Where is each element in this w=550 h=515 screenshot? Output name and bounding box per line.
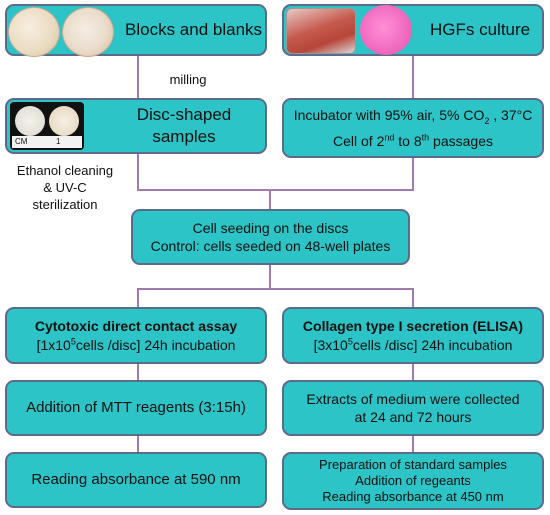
connector — [137, 54, 139, 98]
extracts-line-1: Extracts of medium were collected — [306, 390, 520, 407]
incubator-line-1-temp: , 37°C — [489, 107, 533, 124]
collagen-elisa-box: Collagen type I secretion (ELISA) [3x105… — [282, 307, 544, 364]
prep-line-1: Preparation of standard samples — [319, 456, 507, 472]
incubator-line-1: Incubator with 95% air, 5% CO2 , 37°C — [294, 106, 533, 127]
prep-line-2: Addition of regeants — [355, 472, 471, 488]
collagen-elisa-details: [3x105cells /disc] 24h incubation — [314, 336, 513, 354]
incubator-conditions-box: Incubator with 95% air, 5% CO2 , 37°C Ce… — [282, 98, 544, 158]
culture-flask-photo-icon — [286, 8, 356, 54]
hgfs-culture-title: HGFs culture — [430, 19, 531, 39]
passage-sup-nd: nd — [384, 131, 395, 142]
sterilization-line-1: Ethanol cleaning — [16, 163, 114, 178]
mtt-reagents-text: Addition of MTT reagents (3:15h) — [26, 399, 246, 417]
extracts-box: Extracts of medium were collected at 24 … — [282, 380, 544, 436]
mtt-reagents-box: Addition of MTT reagents (3:15h) — [5, 380, 267, 436]
sterilization-line-2: & UV-C — [43, 179, 87, 195]
passage-text-start: Cell of 2 — [333, 132, 385, 149]
connector — [412, 52, 414, 98]
cytotoxic-assay-title: Cytotoxic direct contact assay — [34, 318, 238, 335]
collagen-elisa-title: Collagen type I secretion (ELISA) — [302, 318, 524, 335]
connector — [269, 265, 271, 289]
extracts-line-2: at 24 and 72 hours — [354, 409, 472, 425]
connector — [412, 288, 414, 308]
prep-line-3: Reading absorbance at 450 nm — [322, 489, 504, 505]
cell-seeding-box: Cell seeding on the discs Control: cells… — [131, 209, 410, 265]
connector — [137, 189, 414, 191]
connector — [269, 190, 271, 210]
scale-one-label: 1 — [56, 137, 61, 146]
disc-samples-photo-icon: CM 1 — [10, 102, 84, 150]
cytotoxic-details-start: [1x10 — [36, 336, 71, 353]
disc-shaped-samples-title: Disc-shaped samples — [136, 104, 232, 146]
cytotoxic-details-end: cells /disc] 24h incubation — [75, 336, 236, 353]
collagen-details-exponent: 5 — [347, 335, 353, 346]
sterilization-label: Ethanol cleaning & UV-C sterilization — [4, 163, 126, 214]
cytotoxic-details-exponent: 5 — [70, 335, 76, 346]
standard-samples-box: Preparation of standard samples Addition… — [282, 452, 544, 510]
cell-seeding-line-1: Cell seeding on the discs — [192, 219, 349, 236]
reading-590-box: Reading absorbance at 590 nm — [5, 452, 267, 508]
sterilization-line-3: sterilization — [32, 196, 98, 212]
connector — [137, 288, 139, 308]
passage-sup-th: th — [421, 131, 430, 142]
connector — [137, 436, 139, 452]
block-sample-photo-icon — [8, 7, 60, 57]
passage-text-mid: to 8 — [394, 132, 422, 149]
cell-seeding-line-2: Control: cells seeded on 48-well plates — [150, 238, 391, 254]
collagen-details-end: cells /disc] 24h incubation — [352, 336, 513, 353]
connector — [412, 436, 414, 452]
cytotoxic-assay-box: Cytotoxic direct contact assay [1x105cel… — [5, 307, 267, 364]
passage-text-end: passages — [429, 132, 493, 149]
reading-590-text: Reading absorbance at 590 nm — [31, 471, 241, 489]
connector — [137, 288, 414, 290]
blocks-and-blanks-title: Blocks and blanks — [125, 19, 263, 39]
incubator-line-2: Cell of 2nd to 8th passages — [333, 132, 493, 150]
connector — [412, 158, 414, 190]
incubator-line-1-text: Incubator with 95% air, 5% CO — [293, 107, 485, 124]
scale-cm-label: CM — [15, 137, 28, 146]
cell-culture-photo-icon — [360, 5, 412, 55]
connector — [137, 364, 139, 380]
connector — [137, 154, 139, 190]
blank-sample-photo-icon — [62, 7, 114, 57]
milling-label: milling — [169, 72, 207, 87]
collagen-details-start: [3x10 — [313, 336, 348, 353]
cytotoxic-assay-details: [1x105cells /disc] 24h incubation — [37, 336, 236, 354]
connector — [412, 364, 414, 380]
co2-subscript: 2 — [484, 115, 490, 126]
